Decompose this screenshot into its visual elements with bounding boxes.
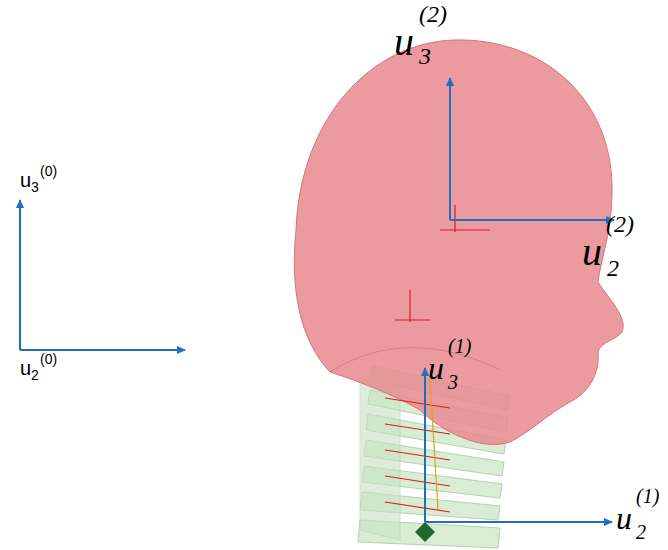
axis-frame: (2): [606, 212, 634, 236]
axis-frame: (2): [419, 2, 447, 26]
axis-letter: u: [20, 170, 31, 190]
axis-index: 3: [31, 180, 39, 194]
axis-letter: u: [582, 232, 602, 272]
axis-index: 3: [448, 372, 458, 392]
axis-letter: u: [20, 358, 31, 378]
axis-frame: (0): [40, 164, 57, 178]
head-shape: [294, 40, 623, 445]
axis-letter: u: [616, 502, 632, 534]
axis-frame: (0): [40, 352, 57, 366]
axis-index: 2: [31, 368, 39, 382]
axis-letter: u: [428, 352, 444, 384]
base-diamond: [415, 522, 435, 542]
axis-index: 2: [636, 522, 646, 542]
axis-frame: (1): [448, 336, 471, 356]
axis-letter: u: [394, 22, 414, 62]
axis-index: 3: [419, 44, 431, 68]
coordinate-axes: [20, 78, 614, 522]
axis-frame: (1): [636, 486, 659, 506]
marker-lines: [385, 205, 490, 512]
axis-index: 2: [607, 256, 619, 280]
